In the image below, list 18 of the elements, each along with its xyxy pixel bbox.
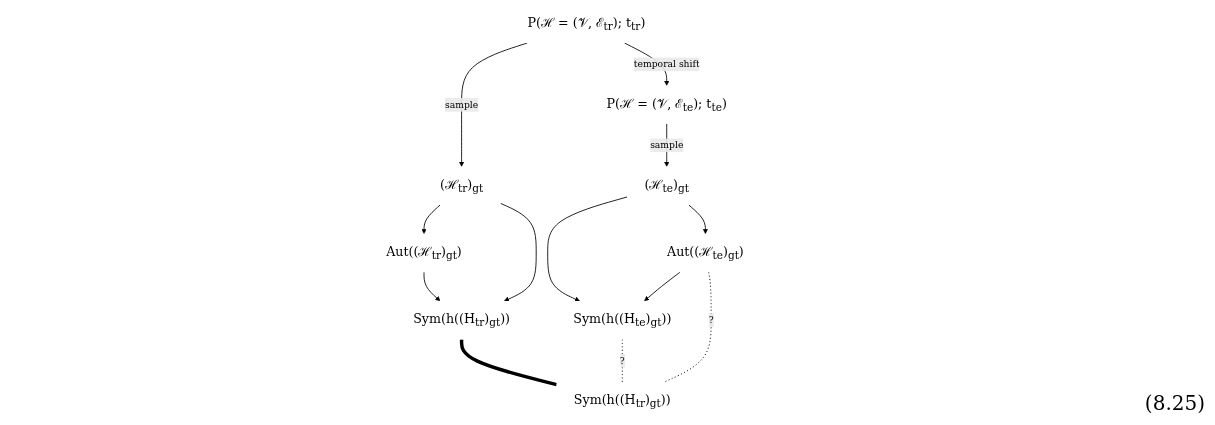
node-text: P(ℋ = (𝒱, ℰ$_{te}$); t$_{te}$) — [606, 96, 727, 114]
node-text: Sym(h((H$_{te}$)$_{gt}$)) — [573, 311, 672, 329]
node-text: Aut((ℋ$_{te}$)$_{gt}$) — [666, 244, 744, 262]
node-text: Aut((ℋ$_{tr}$)$_{gt}$) — [386, 244, 462, 262]
node-text: (ℋ$_{te}$)$_{gt}$ — [644, 177, 689, 195]
edge-label: sample — [650, 139, 684, 151]
equation-number: (8.25) — [1144, 391, 1205, 415]
edge-label: ? — [708, 314, 714, 326]
node-text: P(ℋ = (𝒱, ℰ$_{tr}$); t$_{tr}$) — [527, 15, 646, 33]
edge-label: temporal shift — [633, 58, 700, 70]
node-text: (ℋ$_{tr}$)$_{gt}$ — [439, 177, 484, 195]
node-text: Sym(h((H$_{tr}$)$_{gt}$)) — [573, 392, 671, 410]
connector — [664, 271, 712, 383]
connector — [621, 339, 623, 383]
node-text: Sym(h((H$_{tr}$)$_{gt}$)) — [413, 311, 511, 329]
edge-label: ? — [619, 354, 625, 366]
edge-label: sample — [444, 99, 479, 110]
connector — [459, 339, 558, 387]
